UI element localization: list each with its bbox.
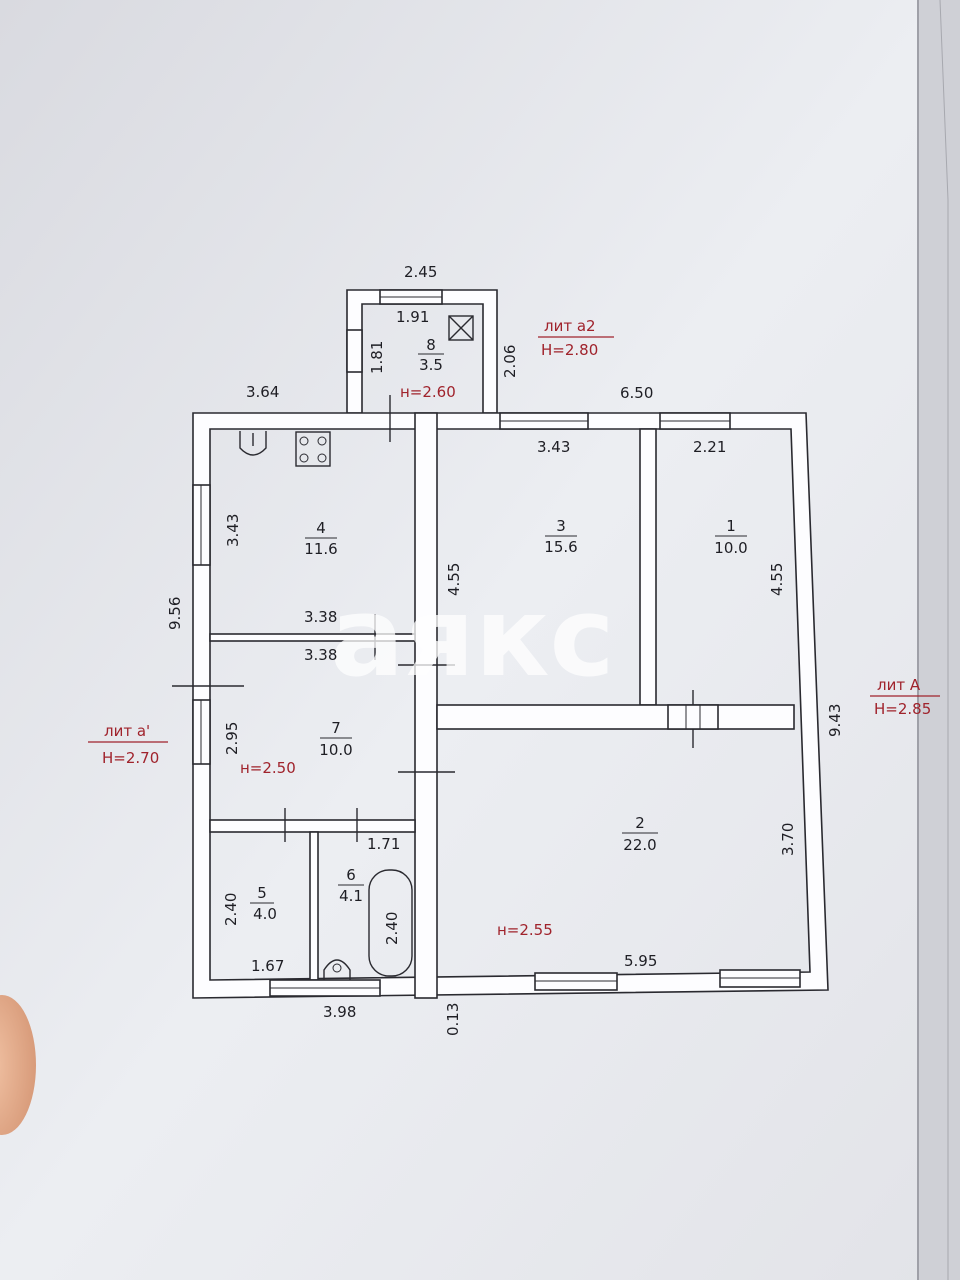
room-2-label: 2 22.0 [622, 814, 658, 854]
room-1-area: 10.0 [714, 539, 747, 557]
room-6-label: 6 4.1 [338, 866, 364, 905]
room-4-area: 11.6 [304, 540, 337, 558]
dim-room2-width: 5.95 [624, 952, 657, 970]
room-6-area: 4.1 [339, 887, 363, 905]
dim-room4-width: 3.38 [304, 608, 337, 626]
height-room7: н=2.50 [240, 759, 296, 777]
height-porch: н=2.60 [400, 383, 456, 401]
lit-A-height: Н=2.85 [874, 700, 931, 718]
room-8-number: 8 [426, 336, 436, 354]
room-8-label: 8 3.5 [418, 336, 444, 374]
dim-mid-height: 4.55 [445, 563, 463, 596]
dim-room7-width: 3.38 [304, 646, 337, 664]
dim-room7-height: 2.95 [223, 722, 241, 755]
room-5-area: 4.0 [253, 905, 277, 923]
dim-bottom-left: 3.98 [323, 1003, 356, 1021]
room-3-label: 3 15.6 [544, 517, 577, 556]
dim-porch-left: 1.81 [368, 341, 386, 374]
room-4-label: 4 11.6 [304, 519, 337, 558]
dim-overall-right: 9.43 [826, 704, 844, 737]
room-3-number: 3 [556, 517, 566, 535]
dim-left-top: 3.64 [246, 383, 279, 401]
dim-overall-left: 9.56 [166, 597, 184, 630]
room-2-area: 22.0 [623, 836, 656, 854]
finger-shape [0, 995, 36, 1135]
lit-a2-height: Н=2.80 [541, 341, 598, 359]
watermark-text: аякс [330, 573, 615, 701]
walls [192, 289, 829, 999]
room-labels: 8 3.5 4 11.6 3 15.6 1 10.0 7 10.0 2 22.0 [250, 336, 748, 923]
room-3-area: 15.6 [544, 538, 577, 556]
dim-room1-height: 4.55 [768, 563, 786, 596]
dimensions: 2.45 1.91 1.81 2.06 3.64 6.50 3.43 2.21 … [166, 263, 844, 1036]
lit-a1-height: Н=2.70 [102, 749, 159, 767]
fixtures [239, 315, 474, 980]
room-2-number: 2 [635, 814, 645, 832]
room-4-number: 4 [316, 519, 326, 537]
room-1-number: 1 [726, 517, 736, 535]
binder-edge [917, 0, 960, 1280]
door-markers [172, 395, 719, 842]
dim-room6-height: 2.40 [383, 912, 401, 945]
dim-top-porch: 2.45 [404, 263, 437, 281]
dim-room4-height: 3.43 [224, 514, 242, 547]
dim-porch-inner: 1.91 [396, 308, 429, 326]
dim-bottom-wall: 0.13 [444, 1003, 462, 1036]
room-7-label: 7 10.0 [319, 719, 352, 759]
lit-a2-label: лит а2 [544, 317, 596, 335]
windows [192, 289, 801, 997]
height-room2: н=2.55 [497, 921, 553, 939]
dim-porch-right: 2.06 [501, 345, 519, 378]
lit-A-label: лит А [877, 676, 921, 694]
room-5-label: 5 4.0 [250, 884, 277, 923]
dim-room2-height: 3.70 [779, 823, 797, 856]
room-8-area: 3.5 [419, 356, 443, 374]
room-5-number: 5 [257, 884, 267, 902]
dim-room5-height: 2.40 [222, 893, 240, 926]
room-1-label: 1 10.0 [714, 517, 747, 557]
dim-room6-width: 1.71 [367, 835, 400, 853]
room-7-number: 7 [331, 719, 341, 737]
dim-room1-width: 2.21 [693, 438, 726, 456]
dim-room5-width: 1.67 [251, 957, 284, 975]
lit-a1-label: лит а' [104, 722, 150, 740]
height-marks: н=2.60 н=2.50 н=2.55 [240, 383, 553, 939]
room-6-number: 6 [346, 866, 356, 884]
dim-room3-width: 3.43 [537, 438, 570, 456]
dim-right-top: 6.50 [620, 384, 653, 402]
litera-labels: лит а2 Н=2.80 лит а' Н=2.70 лит А Н=2.85 [88, 317, 940, 767]
room-7-area: 10.0 [319, 741, 352, 759]
